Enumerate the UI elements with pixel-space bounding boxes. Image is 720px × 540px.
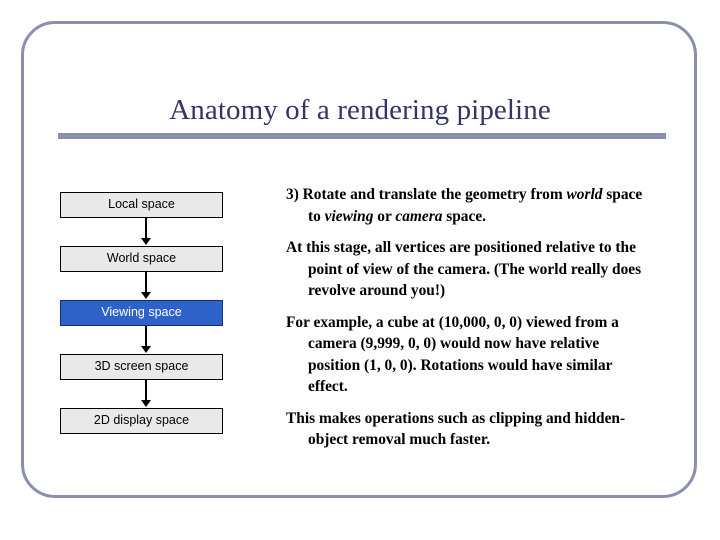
- body-paragraph-p2: At this stage, all vertices are position…: [286, 237, 654, 302]
- text-run: space.: [442, 207, 486, 225]
- flow-arrow-0-to-1: [140, 218, 152, 246]
- emphasis-term: camera: [395, 207, 443, 225]
- pipeline-stage-3d-screen-space[interactable]: 3D screen space: [60, 354, 223, 380]
- pipeline-stage-local-space[interactable]: Local space: [60, 192, 223, 218]
- pipeline-stage-2d-display-space[interactable]: 2D display space: [60, 408, 223, 434]
- flow-arrow-3-to-4: [140, 380, 152, 408]
- body-text-block: 3) Rotate and translate the geometry fro…: [286, 184, 654, 451]
- text-run: For example, a cube at (10,000, 0, 0) vi…: [286, 313, 619, 396]
- pipeline-stage-viewing-space[interactable]: Viewing space: [60, 300, 223, 326]
- flow-arrow-1-to-2: [140, 272, 152, 300]
- text-run: At this stage, all vertices are position…: [286, 239, 642, 299]
- emphasis-term: world: [566, 186, 603, 203]
- arrow-head-icon: [141, 400, 151, 407]
- text-run: space to: [308, 186, 643, 225]
- text-run: 3) Rotate and translate the geometry fro…: [286, 186, 567, 203]
- page-title: Anatomy of a rendering pipeline: [169, 94, 551, 126]
- arrow-head-icon: [141, 346, 151, 353]
- text-run: or: [373, 207, 396, 225]
- body-paragraph-p4: This makes operations such as clipping a…: [286, 408, 654, 451]
- body-paragraph-p3: For example, a cube at (10,000, 0, 0) vi…: [286, 312, 654, 398]
- arrow-stem: [145, 218, 147, 240]
- pipeline-stage-world-space[interactable]: World space: [60, 246, 223, 272]
- arrow-stem: [145, 380, 147, 402]
- arrow-head-icon: [141, 238, 151, 245]
- arrow-stem: [145, 272, 147, 294]
- body-paragraph-p1: 3) Rotate and translate the geometry fro…: [286, 184, 654, 227]
- flow-arrow-2-to-3: [140, 326, 152, 354]
- title-underline-rule: [58, 133, 666, 139]
- text-run: This makes operations such as clipping a…: [286, 409, 626, 449]
- arrow-head-icon: [141, 292, 151, 299]
- emphasis-term: viewing: [324, 207, 374, 225]
- arrow-stem: [145, 326, 147, 348]
- slide-border-frame: [21, 21, 697, 498]
